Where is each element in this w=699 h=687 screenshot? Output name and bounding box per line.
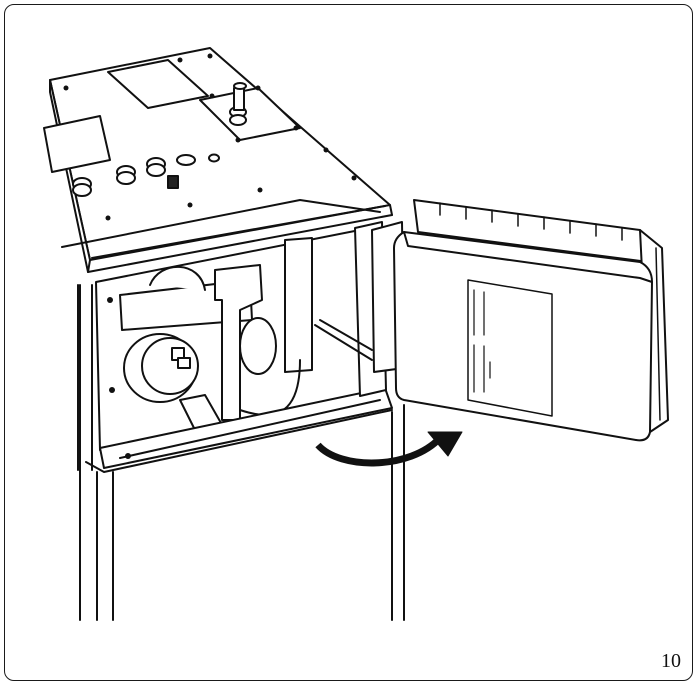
pump-unit [123,317,277,403]
unit-left-side [77,284,98,621]
unit-cavity [95,221,393,469]
figure-number: 10 [661,650,681,672]
rotation-arrow-icon [315,431,463,467]
wiring-label [467,279,553,417]
unit-top-panel [43,47,393,273]
figure-frame [4,4,693,681]
pipe-fittings [72,82,247,197]
control-box [393,199,669,442]
unit-front-panel [85,404,405,621]
